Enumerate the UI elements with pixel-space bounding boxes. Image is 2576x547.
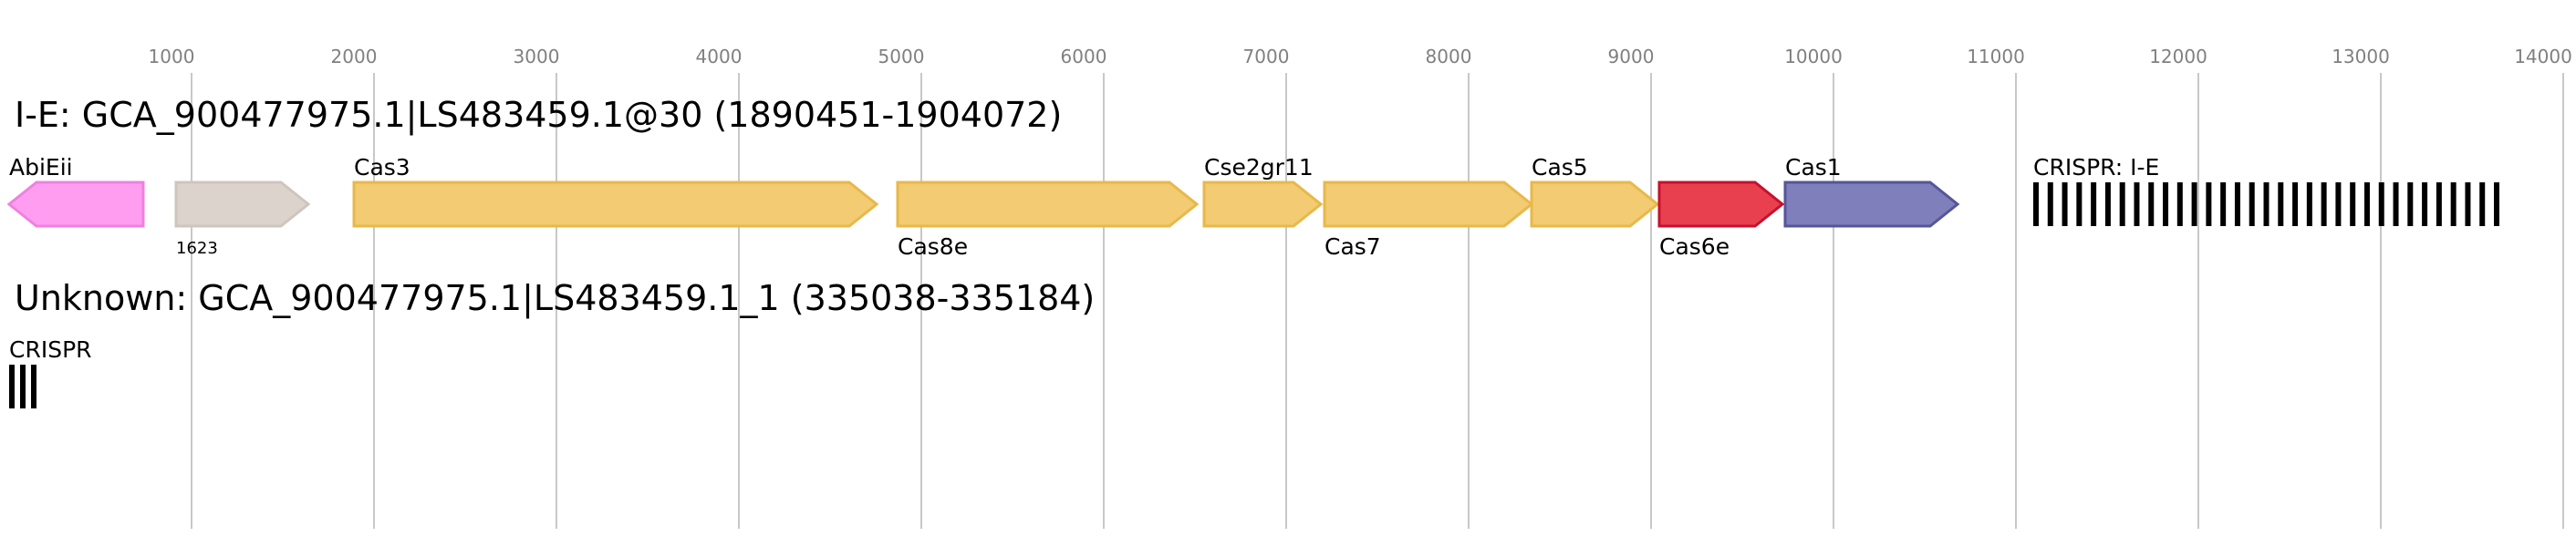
crispr-repeat (2091, 182, 2097, 226)
crispr-repeat (2047, 182, 2053, 226)
crispr-repeat (2076, 182, 2083, 226)
crispr-repeat (20, 365, 26, 408)
axis-tick-label: 5000 (878, 46, 925, 67)
axis-tick-label: 11000 (1967, 46, 2025, 67)
gene-arrow (1783, 181, 1960, 228)
gene-arrow (1657, 181, 1785, 228)
crispr-repeat (31, 365, 36, 408)
crispr-repeat (2119, 182, 2125, 226)
crispr-repeat (2450, 182, 2457, 226)
crispr-repeat (9, 365, 15, 408)
gene-label: Cse2gr11 (1204, 154, 1314, 181)
crispr-repeat (2278, 182, 2284, 226)
crispr-repeat (2465, 182, 2471, 226)
axis-tick-label: 9000 (1608, 46, 1655, 67)
gene-label: AbiEii (9, 154, 73, 181)
crispr-repeat (2393, 182, 2399, 226)
crispr-label: CRISPR: I-E (2033, 154, 2159, 181)
crispr-repeat (2378, 182, 2384, 226)
axis-tick-label: 12000 (2149, 46, 2207, 67)
axis-tick-label: 3000 (514, 46, 560, 67)
crispr-label: CRISPR (9, 336, 92, 363)
crispr-repeat (2062, 182, 2068, 226)
crispr-repeat (2234, 182, 2240, 226)
crispr-repeat (2436, 182, 2442, 226)
crispr-repeat (2263, 182, 2270, 226)
crispr-repeat (2494, 182, 2499, 226)
gene-label: Cas6e (1659, 233, 1729, 260)
crispr-repeat (2220, 182, 2227, 226)
axis-tick-label: 13000 (2332, 46, 2390, 67)
crispr-repeat (2306, 182, 2312, 226)
gene-label: 1623 (176, 239, 218, 258)
crispr-repeat (2191, 182, 2197, 226)
gene-arrow (352, 181, 879, 228)
axis-tick-label: 4000 (696, 46, 743, 67)
crispr-repeat (2033, 182, 2039, 226)
gene-arrow (6, 181, 145, 228)
axis-tick-label: 1000 (149, 46, 195, 67)
gene-arrow (896, 181, 1200, 228)
crispr-repeat (2335, 182, 2342, 226)
track-title: I-E: GCA_900477975.1|LS483459.1@30 (1890… (15, 95, 1062, 136)
track-title: Unknown: GCA_900477975.1|LS483459.1_1 (3… (15, 278, 1095, 319)
crispr-repeat (2350, 182, 2356, 226)
gene-arrow (1323, 181, 1534, 228)
axis-tick-label: 8000 (1426, 46, 1472, 67)
crispr-repeat (2422, 182, 2428, 226)
gene-label: Cas7 (1324, 233, 1381, 260)
axis-tick-label: 2000 (331, 46, 378, 67)
crispr-repeat (2148, 182, 2155, 226)
gene-arrow (174, 181, 311, 228)
crispr-repeat (2206, 182, 2212, 226)
crispr-repeat (2163, 182, 2169, 226)
gene-label: Cas8e (898, 233, 968, 260)
crispr-repeat (2363, 182, 2370, 226)
crispr-repeat (2249, 182, 2255, 226)
crispr-repeat (2479, 182, 2486, 226)
crispr-repeat (2292, 182, 2299, 226)
crispr-repeat (2176, 182, 2183, 226)
axis-tick-label: 6000 (1061, 46, 1107, 67)
crispr-repeat (2104, 182, 2111, 226)
gene-arrow (1202, 181, 1324, 228)
gene-arrow (1530, 181, 1660, 228)
crispr-repeat (2134, 182, 2140, 226)
crispr-repeat (2321, 182, 2327, 226)
axis-tick-label: 14000 (2514, 46, 2572, 67)
gene-label: Cas1 (1785, 154, 1842, 181)
axis-tick-label: 7000 (1243, 46, 1290, 67)
gene-label: Cas3 (354, 154, 410, 181)
axis-tick-label: 10000 (1784, 46, 1843, 67)
crispr-repeat (2407, 182, 2414, 226)
gene-label: Cas5 (1532, 154, 1588, 181)
